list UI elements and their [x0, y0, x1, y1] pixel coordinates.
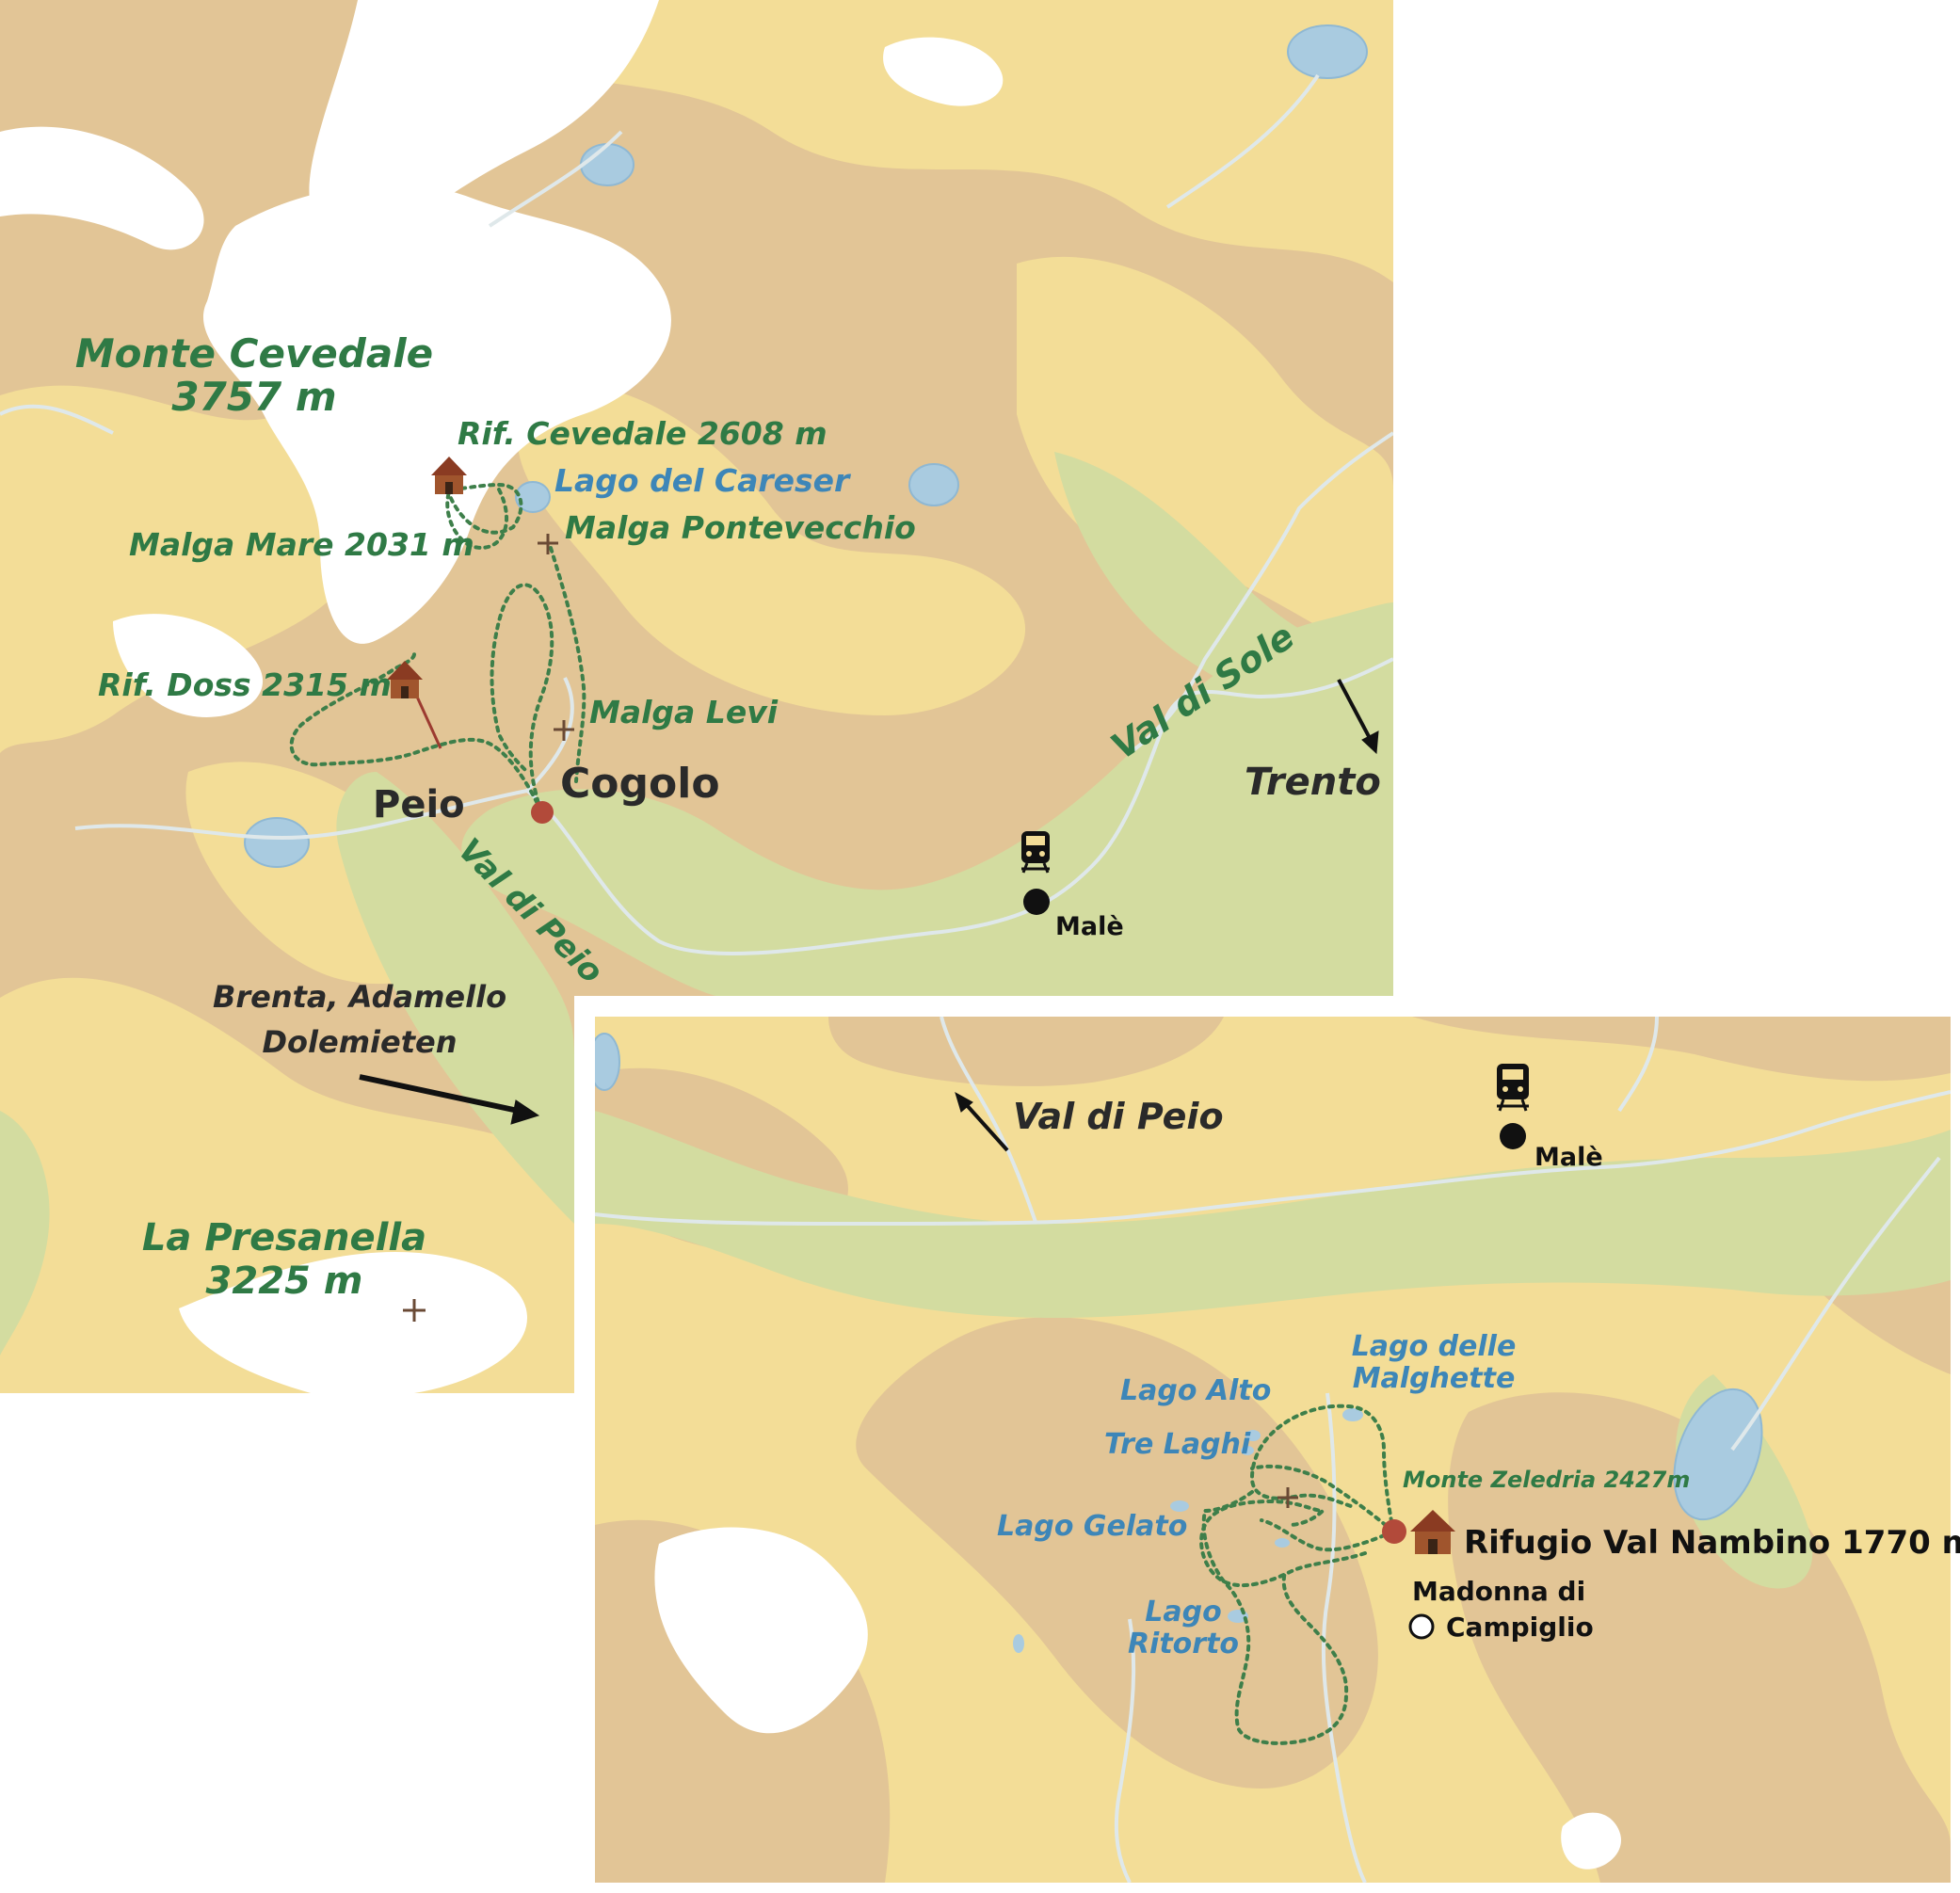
lake-malghette — [1342, 1408, 1363, 1421]
valley-label-peio-bottom: Val di Peio — [1013, 1096, 1224, 1137]
rivers — [0, 73, 1393, 955]
town-label-trento: Trento — [1245, 761, 1381, 804]
lake-gelato — [1170, 1500, 1189, 1512]
peak-label-zeledria: Monte Zeledria 2427m — [1403, 1467, 1690, 1493]
top-trails — [289, 482, 586, 813]
start-marker-nambino — [1382, 1519, 1406, 1544]
peak-elev-cevedale: 3757 m — [171, 374, 336, 420]
station-dot-male — [1023, 889, 1050, 915]
glacier — [113, 614, 264, 717]
label-malga-pontevecchio: Malga Pontevecchio — [565, 509, 916, 546]
station-label-male-bottom: Malè — [1534, 1143, 1603, 1172]
glacier — [179, 1252, 527, 1393]
lake-careser — [515, 481, 551, 513]
cross-monte-zeledria — [1277, 1487, 1298, 1508]
lake-alto — [1245, 1430, 1261, 1441]
train-icon — [1497, 1064, 1529, 1112]
lake — [1287, 24, 1368, 79]
lake-label-malghette-1: Lago delle — [1352, 1330, 1517, 1363]
hut-cevedale-icon — [431, 457, 467, 494]
hut-label-nambino: Rifugio Val Nambino 1770 m — [1464, 1524, 1960, 1562]
lake — [1013, 1634, 1024, 1653]
lake — [1275, 1538, 1290, 1548]
rivers — [595, 1017, 1951, 1883]
glacier — [202, 184, 671, 644]
glacier — [0, 126, 204, 250]
lake-label-tre-laghi: Tre Laghi — [1104, 1428, 1251, 1461]
hut-label-cevedale: Rif. Cevedale 2608 m — [458, 415, 827, 452]
town-label-madonna-2: Campiglio — [1446, 1612, 1594, 1643]
hut-doss-icon — [387, 661, 423, 698]
cross-malga-pontevecchio — [538, 534, 558, 554]
lake-label-gelato: Lago Gelato — [997, 1510, 1187, 1543]
pointer-label-line2: Dolemieten — [262, 1024, 457, 1060]
town-label-madonna-1: Madonna di — [1412, 1576, 1585, 1607]
hut-nambino-icon — [1410, 1510, 1455, 1554]
cross-malga-levi — [554, 720, 574, 741]
lake-label-malghette-2: Malghette — [1353, 1362, 1516, 1395]
lake — [244, 817, 310, 868]
lake-label-careser: Lago del Careser — [554, 462, 851, 499]
glacier — [1561, 1812, 1621, 1869]
lake — [580, 143, 635, 186]
train-icon — [1021, 831, 1050, 874]
arrow-trento-icon — [1337, 679, 1379, 755]
lake-tre-laghi — [1241, 1446, 1254, 1455]
lake-label-ritorto-1: Lago — [1145, 1596, 1221, 1628]
town-label-cogolo: Cogolo — [560, 760, 720, 808]
lake-label-alto: Lago Alto — [1120, 1374, 1271, 1407]
town-label-peio: Peio — [373, 783, 465, 826]
label-malga-mare: Malga Mare 2031 m — [129, 526, 474, 563]
start-marker-cogolo — [531, 801, 554, 824]
lake-label-ritorto-2: Ritorto — [1128, 1628, 1239, 1660]
glacier — [883, 37, 1004, 106]
lake — [1673, 1388, 1763, 1521]
peak-elev-presanella: 3225 m — [206, 1259, 363, 1303]
map-bottom — [595, 1017, 1951, 1883]
lake — [908, 463, 959, 506]
pointer-label-line1: Brenta, Adamello — [213, 979, 506, 1015]
town-marker-madonna — [1408, 1613, 1435, 1640]
lake — [595, 1033, 620, 1091]
label-malga-levi: Malga Levi — [589, 694, 779, 730]
peak-label-presanella: La Presanella — [142, 1216, 426, 1259]
station-dot-male — [1500, 1123, 1526, 1149]
arrow-val-di-peio-icon — [955, 1091, 1009, 1152]
station-label-male: Malè — [1055, 912, 1124, 941]
glacier — [654, 1527, 868, 1734]
cross-la-presanella — [403, 1299, 426, 1322]
peak-label-cevedale: Monte Cevedale — [75, 330, 433, 377]
hut-label-doss: Rif. Doss 2315 m — [98, 666, 392, 703]
arrow-pointer-icon — [359, 1074, 540, 1125]
